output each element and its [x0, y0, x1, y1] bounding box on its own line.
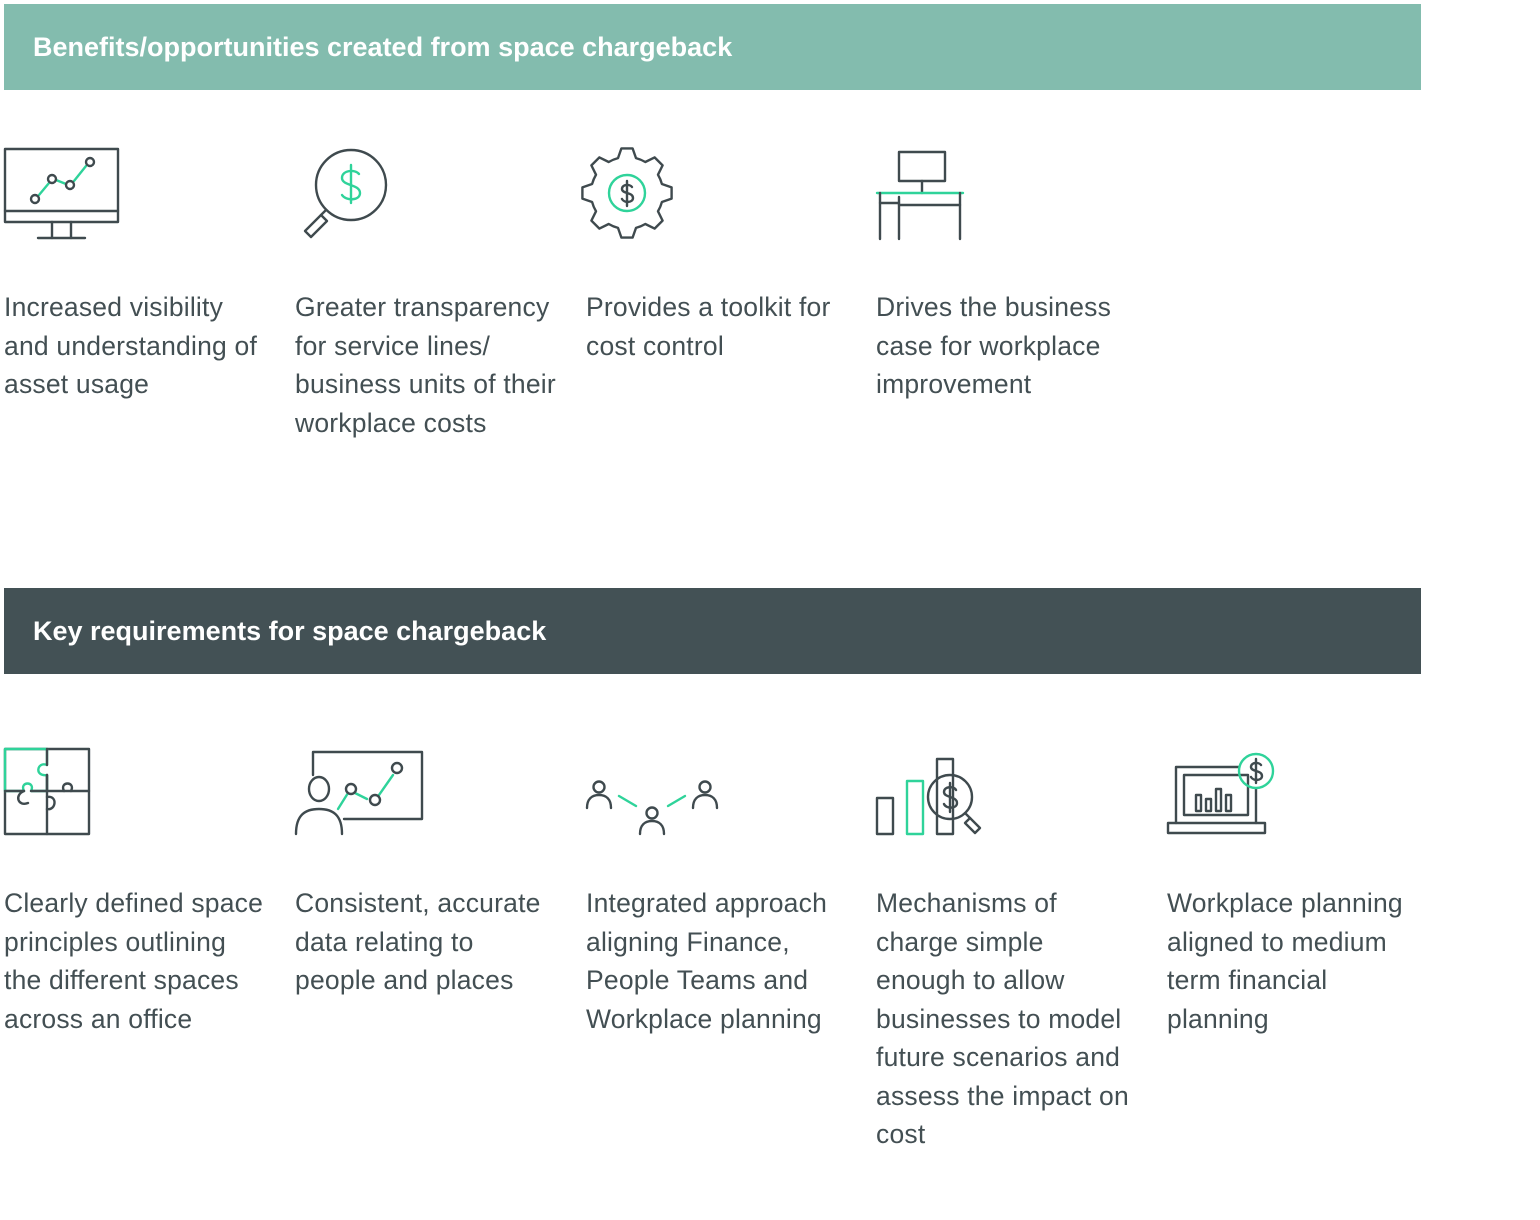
- benefit-label-visibility: Increased visibility and understanding o…: [4, 292, 258, 399]
- magnifier-dollar-icon: [295, 145, 435, 245]
- presenter-chart-icon: [294, 745, 435, 845]
- benefits-heading: Benefits/opportunities created from spac…: [4, 4, 1421, 90]
- laptop-chart-dollar-icon: [1166, 745, 1307, 845]
- benefit-label-transparency: Greater transparency for service lines/ …: [295, 292, 556, 438]
- requirement-label-mechanisms: Mechanisms of charge simple enough to al…: [876, 888, 1129, 1149]
- gear-dollar-icon: [581, 145, 726, 245]
- requirement-label-integrated-approach: Integrated approach aligning Finance, Pe…: [586, 888, 828, 1034]
- requirement-label-space-principles: Clearly defined space principles outlini…: [4, 888, 264, 1034]
- puzzle-icon: [3, 745, 144, 845]
- requirement-label-workplace-planning: Workplace planning aligned to medium ter…: [1167, 888, 1403, 1034]
- monitor-line-chart-icon: [3, 145, 144, 245]
- requirement-label-accurate-data: Consistent, accurate data relating to pe…: [295, 888, 541, 995]
- benefit-label-toolkit: Provides a toolkit for cost control: [586, 292, 831, 361]
- benefit-label-business-case: Drives the business case for workplace i…: [876, 292, 1112, 399]
- desk-computer-icon: [875, 145, 1016, 245]
- bar-chart-magnifier-icon: [875, 745, 1016, 845]
- requirements-heading: Key requirements for space chargeback: [4, 588, 1421, 674]
- connected-people-icon: [585, 745, 726, 845]
